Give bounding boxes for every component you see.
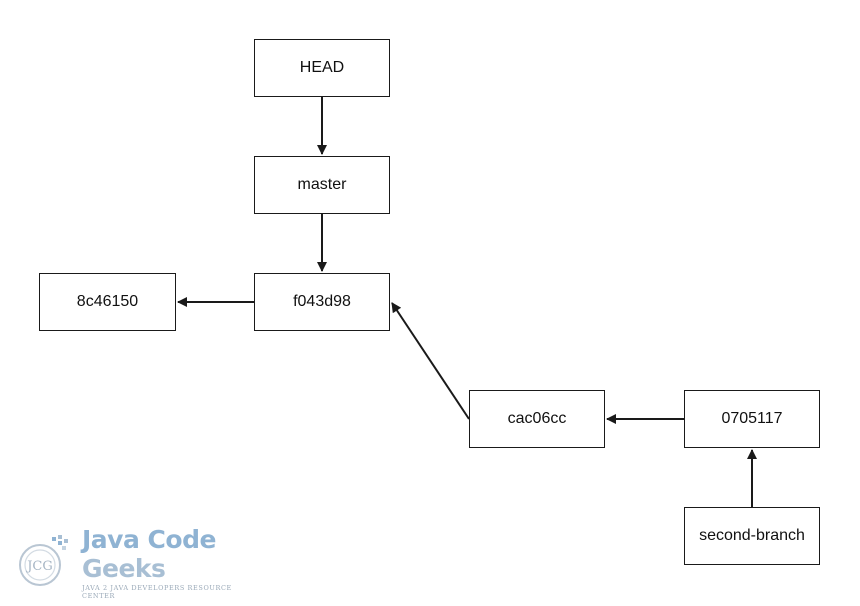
- logo-brand: Java Code Geeks: [82, 525, 262, 583]
- node-second-branch-label: second-branch: [699, 527, 805, 544]
- logo-text: Java Code Geeks JAVA 2 JAVA DEVELOPERS R…: [82, 525, 262, 600]
- java-code-geeks-logo: JCG Java Code Geeks JAVA 2 JAVA DEVELOPE…: [12, 525, 262, 600]
- node-commit-0705117: 0705117: [684, 390, 820, 448]
- edge-cac06cc-to-f043d98: [391, 302, 470, 420]
- jcg-logo-icon: JCG: [19, 535, 68, 586]
- logo-brand-word2: Geeks: [82, 553, 166, 583]
- jcg-icon-text: JCG: [25, 559, 53, 574]
- node-cac06cc-label: cac06cc: [507, 410, 567, 427]
- node-head: HEAD: [254, 39, 390, 97]
- node-master-label: master: [297, 176, 347, 193]
- node-8c46150-label: 8c46150: [76, 293, 139, 310]
- node-master: master: [254, 156, 390, 214]
- node-second-branch: second-branch: [684, 507, 820, 565]
- node-commit-cac06cc: cac06cc: [469, 390, 605, 448]
- node-commit-f043d98: f043d98: [254, 273, 390, 331]
- node-0705117-label: 0705117: [721, 410, 783, 427]
- node-head-label: HEAD: [299, 59, 345, 76]
- node-f043d98-label: f043d98: [293, 293, 351, 310]
- logo-brand-word1: Java Code: [82, 524, 216, 554]
- logo-tagline: JAVA 2 JAVA DEVELOPERS RESOURCE CENTER: [82, 583, 232, 600]
- node-commit-8c46150: 8c46150: [39, 273, 176, 331]
